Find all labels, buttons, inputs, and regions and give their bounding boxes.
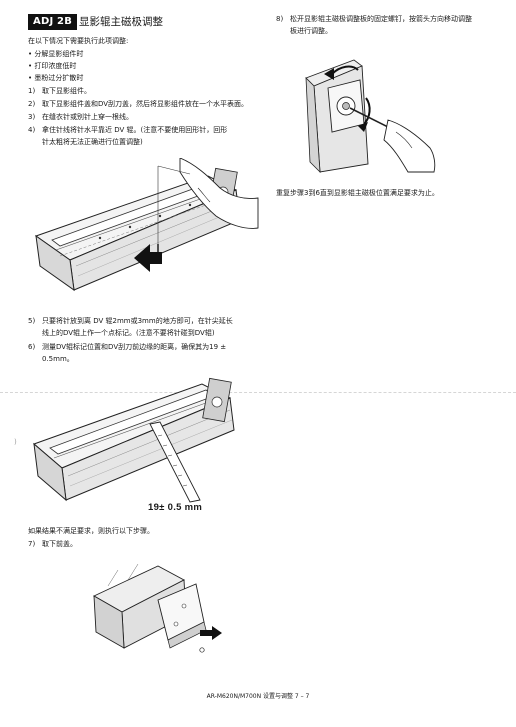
condition-bullet: • 墨粉过分扩散时 (28, 74, 84, 82)
step-number: 5) (28, 317, 36, 325)
page-footer: AR-M620N/M700N 设置与调整 7 – 7 (206, 693, 310, 700)
step-item: 4) 拿住针线将针水平靠近 DV 辊。(注意不要使用回形针，回形 针太粗将无法正… (28, 125, 268, 149)
figure-front-cover-removal (93, 563, 222, 653)
adjustment-title: 显影辊主磁极调整 (79, 16, 163, 28)
condition-bullet: • 打印浓度低时 (28, 62, 77, 70)
repeat-instruction: 重复步骤3到6直到显影辊主磁极位置满足要求为止。 (276, 189, 439, 197)
figure-needle-alignment (34, 158, 259, 292)
step-item: 6) 测量DV辊标记位置和DV刮刀前边缘的距离，确保其为19 ± 0.5mm。 (28, 342, 273, 366)
condition-bullet: • 分解显影组件时 (28, 50, 84, 58)
figure-distance-measurement (33, 377, 235, 503)
adjustment-code-badge: ADJ 2B (28, 14, 78, 30)
step-number: 4) (28, 126, 36, 134)
step-number: 2) (28, 100, 36, 108)
step-item: 7) 取下前盖。 (28, 539, 228, 550)
step-text: 只要将针放到离 DV 辊2mm或3mm的地方即可，在针尖延长 (42, 317, 233, 325)
intro-text: 在以下情况下需要执行此项调整: (28, 37, 129, 45)
step-number: 7) (28, 540, 36, 548)
step-item: 8) 松开显影辊主磁极调整板的固定螺钉，按箭头方向移动调整 板进行调整。 (276, 14, 508, 38)
step-text-continued: 0.5mm。 (42, 355, 74, 363)
step-item: 1) 取下显影组件。 (28, 86, 268, 97)
step-text: 取下显影组件。 (42, 87, 91, 95)
step-number: 3) (28, 113, 36, 121)
step-text-continued: 板进行调整。 (290, 27, 332, 35)
step-number: 8) (276, 15, 284, 23)
step-text-continued: 针太粗将无法正确进行位置调整) (42, 138, 143, 146)
step-number: 6) (28, 343, 36, 351)
measurement-value-label: 19± 0.5 mm (148, 502, 203, 513)
step-text: 取下显影组件盖和DV刮刀盖，然后将显影组件放在一个水平表面。 (42, 100, 249, 108)
step-item: 2) 取下显影组件盖和DV刮刀盖，然后将显影组件放在一个水平表面。 (28, 99, 268, 110)
step-item: 5) 只要将针放到离 DV 辊2mm或3mm的地方即可，在针尖延长 线上的DV辊… (28, 316, 273, 340)
step-item: 3) 在缝衣针或别针上穿一根线。 (28, 112, 268, 123)
conditional-note: 如果结果不满足要求，则执行以下步骤。 (28, 527, 154, 535)
margin-mark: ) (14, 438, 17, 446)
step-text: 取下前盖。 (42, 540, 77, 548)
step-text: 在缝衣针或别针上穿一根线。 (42, 113, 133, 121)
step-text: 测量DV辊标记位置和DV刮刀前边缘的距离，确保其为19 ± (42, 343, 227, 351)
fold-line (0, 392, 516, 393)
step-text: 松开显影辊主磁极调整板的固定螺钉，按箭头方向移动调整 (290, 15, 472, 23)
step-text-continued: 线上的DV辊上作一个点标记。(注意不要将针碰到DV辊) (42, 329, 215, 337)
figure-adjustment-plate (305, 59, 436, 174)
step-text: 拿住针线将针水平靠近 DV 辊。(注意不要使用回形针，回形 (42, 126, 228, 134)
step-number: 1) (28, 87, 36, 95)
